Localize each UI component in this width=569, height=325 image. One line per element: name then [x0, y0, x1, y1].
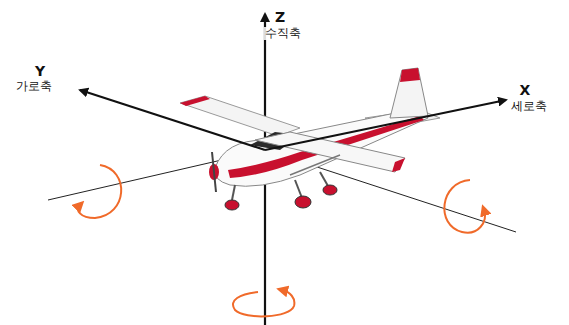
axis-letter: Y — [34, 64, 46, 79]
rotation-arrow — [444, 180, 485, 233]
axis-name: 수직축 — [264, 27, 302, 40]
rotation-arrow — [233, 290, 294, 316]
x-axis — [265, 100, 506, 150]
axis-name: 세로축 — [510, 100, 548, 113]
axis-name: 가로축 — [15, 80, 53, 93]
axis-letter: Z — [274, 10, 286, 25]
rotation-arrow — [78, 165, 121, 218]
airplane — [180, 68, 440, 210]
y-axis — [80, 90, 265, 150]
axis-letter: X — [519, 83, 532, 98]
